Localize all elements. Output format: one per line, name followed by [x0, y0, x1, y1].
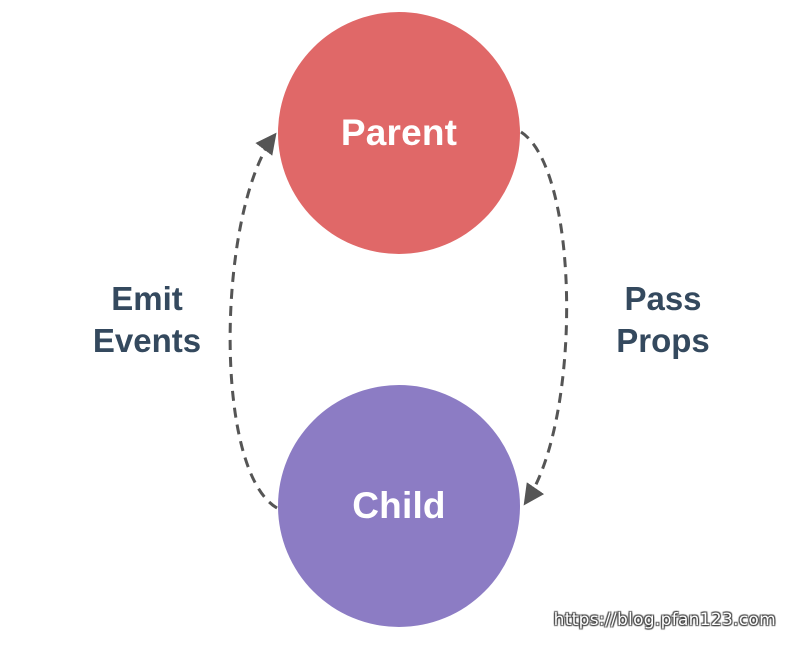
parent-node: Parent: [278, 12, 520, 254]
watermark: https://blog.pfan123.com: [553, 610, 776, 630]
child-node: Child: [278, 385, 520, 627]
pass-props-arrow: [520, 130, 569, 506]
child-label: Child: [352, 485, 446, 526]
emit-events-arrow: [228, 132, 278, 510]
pass-label-line2: Props: [616, 322, 710, 359]
emit-events-label: Emit Events: [88, 278, 206, 362]
parent-label: Parent: [340, 112, 458, 153]
emit-label-line2: Events: [92, 322, 202, 359]
emit-label-line1: Emit: [111, 280, 183, 317]
pass-props-label: Pass Props: [606, 278, 720, 362]
pass-label-line1: Pass: [624, 280, 702, 317]
